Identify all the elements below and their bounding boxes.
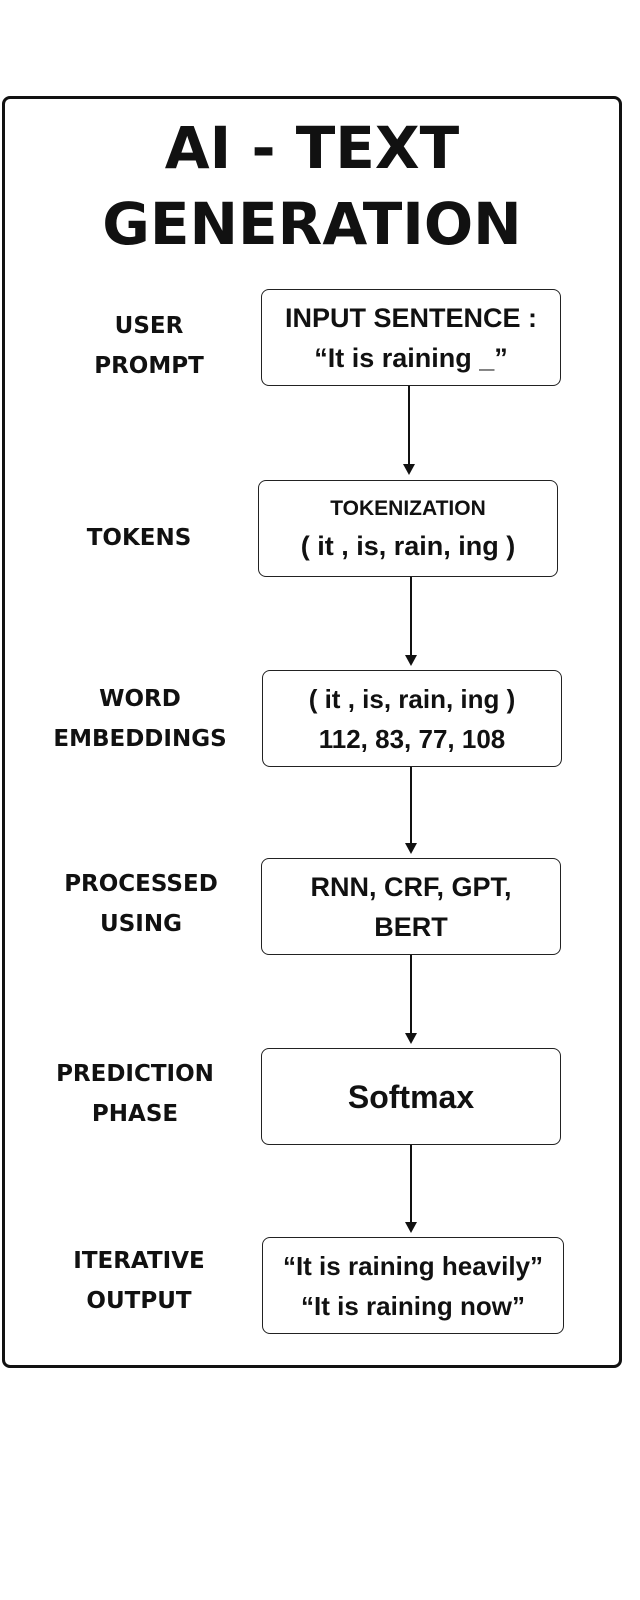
step-box-input-sentence: INPUT SENTENCE : “It is raining _” xyxy=(261,289,561,386)
diagram-title: AI - TEXT GENERATION xyxy=(0,110,624,262)
step-box-line: BERT xyxy=(374,911,448,942)
step-label-line: PHASE xyxy=(91,1101,179,1127)
step-label-iterative-output: ITERATIVE OUTPUT xyxy=(24,1241,254,1321)
step-box-line: INPUT SENTENCE : xyxy=(284,302,538,333)
step-box-line: “It is raining now” xyxy=(301,1290,525,1321)
step-label-line: EMBEDDINGS xyxy=(53,726,227,752)
title-line-2: GENERATION xyxy=(102,190,522,258)
step-box-line: TOKENIZATION xyxy=(330,496,486,520)
step-box-line: RNN, CRF, GPT, xyxy=(310,871,512,902)
step-label-line: USER xyxy=(114,313,184,339)
step-box-tokenization: TOKENIZATION ( it , is, rain, ing ) xyxy=(258,480,558,577)
step-box-line: 112, 83, 77, 108 xyxy=(318,723,506,754)
step-box-line: “It is raining heavily” xyxy=(282,1250,544,1281)
title-line-1: AI - TEXT xyxy=(164,114,460,182)
step-label-line: ITERATIVE xyxy=(73,1248,205,1274)
step-box-line: ( it , is, rain, ing ) xyxy=(308,683,516,714)
step-label-line: PROCESSED xyxy=(64,871,218,897)
step-label-line: WORD xyxy=(99,686,181,712)
step-label-word-embeddings: WORD EMBEDDINGS xyxy=(25,679,255,759)
step-label-user-prompt: USER PROMPT xyxy=(34,306,264,386)
step-label-line: USING xyxy=(100,911,182,937)
step-box-embeddings: ( it , is, rain, ing ) 112, 83, 77, 108 xyxy=(262,670,562,767)
step-label-line: TOKENS xyxy=(86,525,192,551)
step-box-output: “It is raining heavily” “It is raining n… xyxy=(262,1237,564,1334)
step-box-softmax: Softmax xyxy=(261,1048,561,1145)
step-box-models: RNN, CRF, GPT, BERT xyxy=(261,858,561,955)
step-label-prediction-phase: PREDICTION PHASE xyxy=(20,1054,250,1134)
diagram-frame xyxy=(2,96,622,1368)
step-box-line: Softmax xyxy=(347,1078,475,1115)
step-label-line: PREDICTION xyxy=(56,1061,214,1087)
step-box-line: ( it , is, rain, ing ) xyxy=(300,530,516,561)
step-label-tokens: TOKENS xyxy=(24,518,254,558)
step-box-line: “It is raining _” xyxy=(314,342,508,373)
step-label-processed-using: PROCESSED USING xyxy=(26,864,256,944)
step-label-line: PROMPT xyxy=(94,353,204,379)
step-label-line: OUTPUT xyxy=(86,1288,192,1314)
